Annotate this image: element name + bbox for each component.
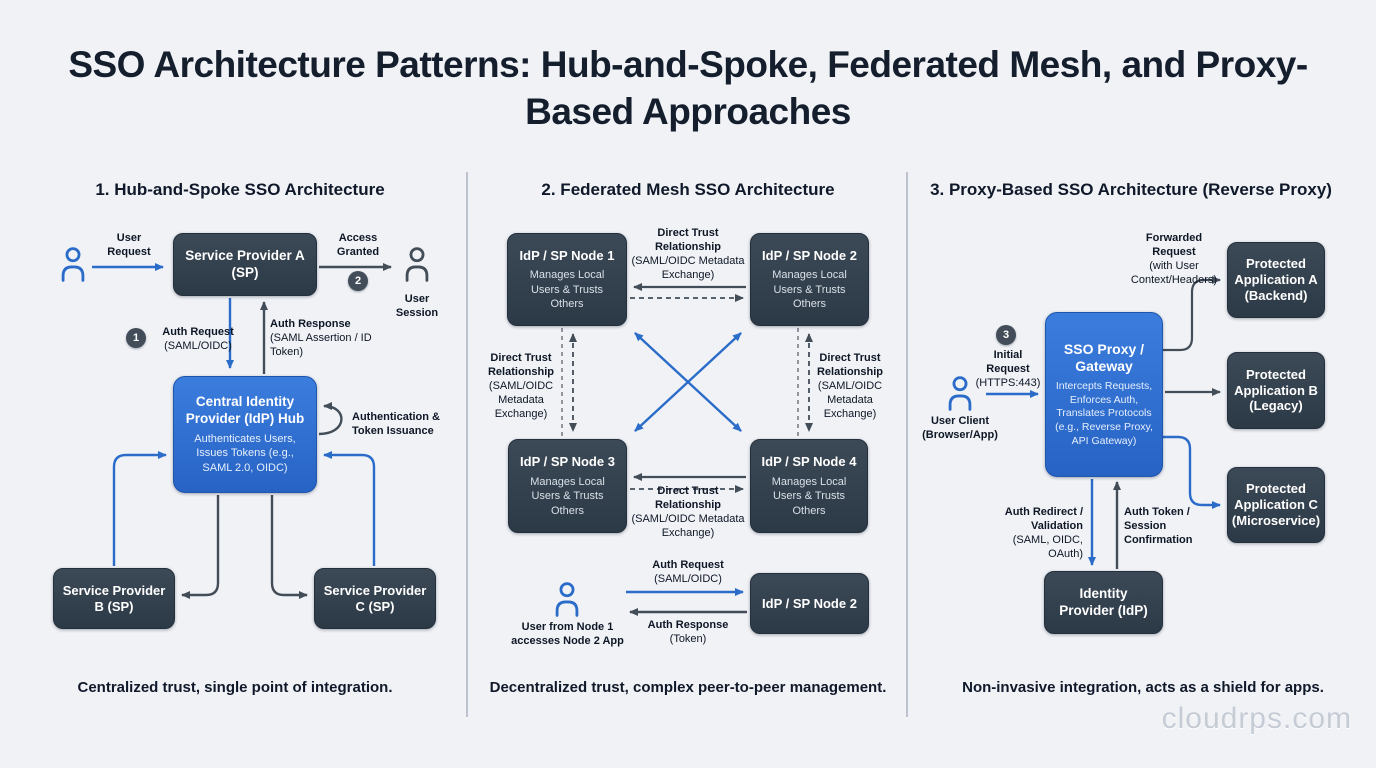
auth-token-session-label: Auth Token / Session Confirmation <box>1124 506 1193 547</box>
panel2-title: 2. Federated Mesh SSO Architecture <box>541 180 835 199</box>
arrow-trust-n2-n3 <box>634 332 742 432</box>
arrow-trust-n1-n4 <box>634 332 742 432</box>
auth-request-label: Auth Request (SAML/OIDC) <box>162 326 234 353</box>
access-granted-label: Access Granted <box>336 232 380 259</box>
user-session-label: User Session <box>395 293 439 320</box>
sso-proxy-gateway-box: SSO Proxy / Gateway Intercepts Requests,… <box>1045 312 1163 477</box>
user-icon <box>553 580 581 623</box>
auth-redirect-validation-label: Auth Redirect / Validation (SAML, OIDC, … <box>1004 506 1083 561</box>
user-session-icon <box>403 245 431 288</box>
user-client-icon <box>946 374 974 417</box>
protected-app-b-label: Protected Application B (Legacy) <box>1234 366 1318 414</box>
idp-sp-node2-box: IdP / SP Node 2 Manages Local Users & Tr… <box>750 233 869 326</box>
service-provider-a-box: Service Provider A (SP) <box>173 233 317 296</box>
initial-request-label: Initial Request (HTTPS:443) <box>975 349 1041 390</box>
service-provider-c-box: Service Provider C (SP) <box>314 568 436 629</box>
mesh-auth-request-label: Auth Request (SAML/OIDC) <box>652 559 724 586</box>
panel3-caption: Non-invasive integration, acts as a shie… <box>962 679 1324 696</box>
service-provider-a-label: Service Provider A (SP) <box>185 248 305 280</box>
user-request-label: User Request <box>107 232 151 259</box>
central-idp-hub-label: Central Identity Provider (IdP) Hub <box>185 394 305 426</box>
sso-proxy-gateway-sub: Intercepts Requests, Enforces Auth, Tran… <box>1055 379 1153 447</box>
protected-app-b-box: Protected Application B (Legacy) <box>1227 352 1325 429</box>
service-provider-c-label: Service Provider C (SP) <box>323 582 427 614</box>
panel-divider-2 <box>906 172 908 717</box>
watermark: cloudrps.com <box>1161 702 1352 735</box>
step-2-badge: 2 <box>348 271 368 291</box>
idp-sp-node4-box: IdP / SP Node 4 Manages Local Users & Tr… <box>750 439 868 533</box>
idp-sp-node1-label: IdP / SP Node 1 <box>519 247 615 263</box>
arrow-self-loop-token-issuance <box>318 402 343 436</box>
protected-app-a-label: Protected Application A (Backend) <box>1234 256 1318 303</box>
idp-sp-node2-bottom-box: IdP / SP Node 2 <box>750 573 869 634</box>
arrow-hub-to-spb <box>181 495 220 599</box>
idp-sp-node2-label: IdP / SP Node 2 <box>762 247 857 263</box>
user-from-node1-label: User from Node 1 accesses Node 2 App <box>511 621 624 648</box>
arrow-proxy-to-app-c <box>1163 435 1221 509</box>
arrow-hub-to-spc <box>270 495 308 599</box>
arrow-proxy-to-app-a <box>1163 276 1221 352</box>
step-3-badge: 3 <box>996 325 1016 345</box>
trust-top-label: Direct Trust Relationship (SAML/OIDC Met… <box>631 227 745 282</box>
step-1-badge: 1 <box>126 328 146 348</box>
sso-proxy-gateway-label: SSO Proxy / Gateway <box>1063 340 1145 374</box>
panel2-caption: Decentralized trust, complex peer-to-pee… <box>489 679 887 696</box>
idp-sp-node4-label: IdP / SP Node 4 <box>761 454 857 470</box>
idp-sp-node2-bottom-label: IdP / SP Node 2 <box>762 595 857 611</box>
auth-token-issuance-label: Authentication & Token Issuance <box>352 411 440 438</box>
user-client-label: User Client (Browser/App) <box>922 415 998 442</box>
identity-provider-box: Identity Provider (IdP) <box>1044 571 1163 634</box>
arrow-spb-to-hub <box>112 451 167 566</box>
arrow-spc-to-hub <box>323 451 376 566</box>
central-idp-hub-box: Central Identity Provider (IdP) Hub Auth… <box>173 376 317 493</box>
identity-provider-label: Identity Provider (IdP) <box>1059 586 1148 618</box>
panel1-caption: Centralized trust, single point of integ… <box>77 679 393 696</box>
trust-right-label: Direct Trust Relationship (SAML/OIDC Met… <box>816 352 883 421</box>
page-title: SSO Architecture Patterns: Hub-and-Spoke… <box>68 44 1308 132</box>
forwarded-request-label: Forwarded Request (with User Context/Hea… <box>1130 232 1218 287</box>
idp-sp-node1-box: IdP / SP Node 1 Manages Local Users & Tr… <box>507 233 627 326</box>
idp-sp-node3-label: IdP / SP Node 3 <box>520 454 615 470</box>
idp-sp-node3-box: IdP / SP Node 3 Manages Local Users & Tr… <box>508 439 627 533</box>
panel3-title: 3. Proxy-Based SSO Architecture (Reverse… <box>930 180 1332 199</box>
mesh-auth-response-label: Auth Response (Token) <box>647 619 729 646</box>
trust-left-label: Direct Trust Relationship (SAML/OIDC Met… <box>487 352 554 421</box>
panel1-title: 1. Hub-and-Spoke SSO Architecture <box>95 180 385 199</box>
service-provider-b-label: Service Provider B (SP) <box>62 582 166 614</box>
protected-app-a-box: Protected Application A (Backend) <box>1227 242 1325 318</box>
protected-app-c-label: Protected Application C (Microservice) <box>1231 481 1321 528</box>
panel-divider-1 <box>466 172 468 717</box>
trust-bottom-label: Direct Trust Relationship (SAML/OIDC Met… <box>631 485 745 540</box>
central-idp-hub-sub: Authenticates Users, Issues Tokens (e.g.… <box>194 433 296 474</box>
user-icon <box>59 245 87 288</box>
protected-app-c-box: Protected Application C (Microservice) <box>1227 467 1325 543</box>
service-provider-b-box: Service Provider B (SP) <box>53 568 175 629</box>
auth-response-label: Auth Response (SAML Assertion / ID Token… <box>270 318 372 359</box>
